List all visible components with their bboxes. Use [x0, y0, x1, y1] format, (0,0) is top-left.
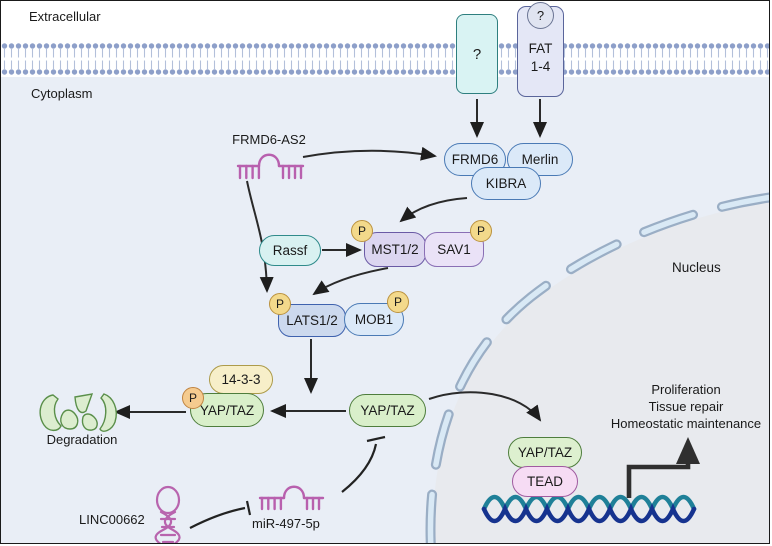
fat-receptor-label-line1: FAT	[528, 40, 553, 56]
arrow-frmd6as2-to-frmd6	[302, 146, 437, 161]
inhibit-linc-tbar	[245, 500, 252, 516]
phospho-badge-lats: P	[269, 293, 291, 315]
fat-receptor-label-line2: 1-4	[530, 58, 551, 74]
mir-497-5p-label: miR-497-5p	[252, 516, 320, 531]
outcomes-text: Proliferation Tissue repair Homeostatic …	[595, 381, 769, 432]
inhibit-linc-to-mir	[189, 506, 246, 529]
outcome-homeostatic-maintenance: Homeostatic maintenance	[610, 416, 762, 432]
inhibit-mir-tbar	[366, 435, 386, 443]
rassf-node: Rassf	[259, 235, 321, 266]
phospho-badge-yap: P	[182, 387, 204, 409]
extracellular-label: Extracellular	[29, 9, 101, 24]
yap-taz-phospho-node: YAP/TAZ	[190, 393, 264, 427]
rna-icon-frmd6-as2	[236, 153, 305, 180]
arrow-mst-to-lats	[312, 267, 389, 296]
transcription-arrow	[626, 437, 700, 498]
degradation-label: Degradation	[46, 432, 118, 447]
phospho-badge-mob1: P	[387, 291, 409, 313]
arrow-kibra-to-mst	[399, 197, 468, 223]
14-3-3-node: 14-3-3	[209, 365, 273, 394]
outcome-tissue-repair: Tissue repair	[648, 399, 724, 415]
kibra-node: KIBRA	[471, 167, 541, 200]
lncrna-icon-linc00662	[154, 485, 181, 543]
yap-taz-nuclear-node: YAP/TAZ	[508, 437, 582, 468]
inhibit-mir-to-yap	[341, 443, 378, 493]
mst12-node: MST1/2	[364, 232, 426, 267]
rna-icon-mir-497-5p	[258, 485, 325, 511]
pathway-arrows	[114, 99, 547, 422]
yap-taz-node: YAP/TAZ	[349, 394, 426, 427]
frmd6-as2-label: FRMD6-AS2	[232, 132, 306, 147]
fat-ligand-query: ?	[527, 2, 554, 29]
cell-membrane	[1, 41, 769, 77]
degradation-icon	[39, 393, 117, 432]
unknown-receptor: ?	[456, 14, 498, 94]
inhibition-lines	[189, 435, 386, 529]
fat-ligand-query-label: ?	[536, 8, 545, 23]
arrow-yap-to-nucleus	[428, 391, 542, 422]
dna-helix	[481, 494, 697, 524]
nucleus-boundary	[425, 192, 769, 543]
phospho-badge-mst: P	[351, 220, 373, 242]
cytoplasm-label: Cytoplasm	[31, 86, 93, 101]
merlin-node: Merlin	[507, 143, 573, 176]
sav1-node: SAV1	[424, 232, 484, 267]
unknown-receptor-label: ?	[472, 45, 482, 63]
arrow-frmd6as2-to-lats	[246, 180, 274, 293]
nucleus-label: Nucleus	[672, 260, 721, 275]
linc00662-label: LINC00662	[79, 512, 145, 527]
phospho-badge-sav1: P	[470, 220, 492, 242]
outcome-proliferation: Proliferation	[651, 382, 721, 397]
tead-node: TEAD	[512, 466, 578, 497]
